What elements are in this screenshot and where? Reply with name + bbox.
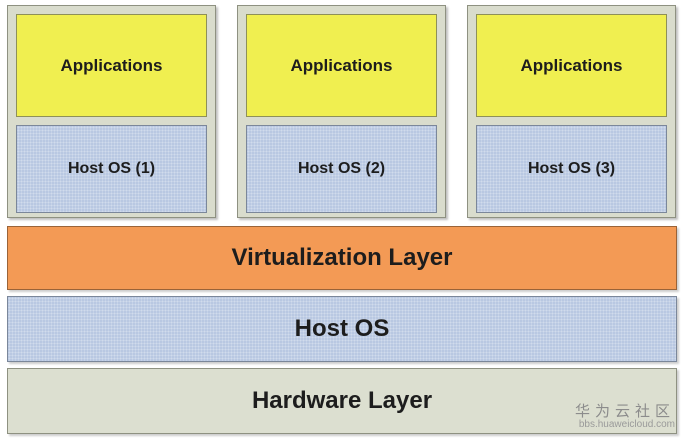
host-os-block-3: Host OS (3) xyxy=(476,125,667,213)
virtualization-layer: Virtualization Layer xyxy=(7,226,677,290)
watermark: 华为云社区 bbs.huaweicloud.com xyxy=(574,401,675,430)
applications-block-2: Applications xyxy=(246,14,437,117)
vm-box-2: Applications Host OS (2) xyxy=(237,5,446,218)
host-os-layer: Host OS xyxy=(7,296,677,362)
applications-block-1: Applications xyxy=(16,14,207,117)
applications-block-3: Applications xyxy=(476,14,667,117)
vm-box-3: Applications Host OS (3) xyxy=(467,5,676,218)
watermark-title: 华为云社区 xyxy=(574,401,675,420)
host-os-block-1: Host OS (1) xyxy=(16,125,207,213)
hardware-layer: Hardware Layer xyxy=(7,368,677,434)
host-os-block-2: Host OS (2) xyxy=(246,125,437,213)
watermark-url: bbs.huaweicloud.com xyxy=(578,419,675,430)
vm-box-1: Applications Host OS (1) xyxy=(7,5,216,218)
